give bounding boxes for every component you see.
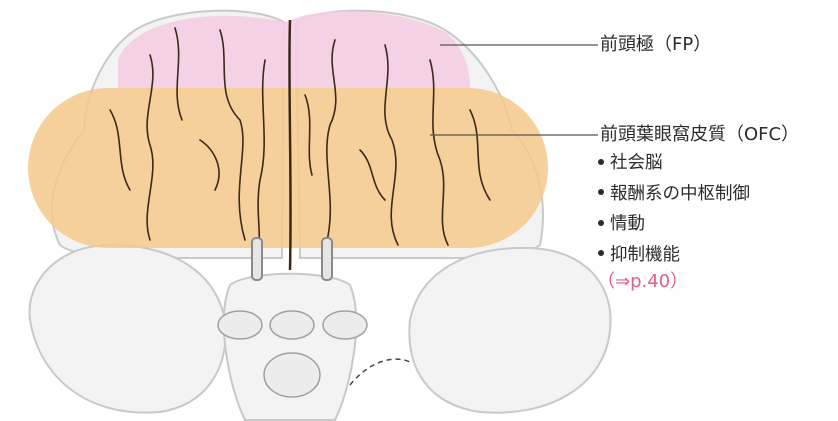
midline-fissure: [289, 20, 290, 270]
dashed-outline: [350, 359, 410, 385]
list-item-text: 情動: [610, 214, 645, 234]
ofc-region: [28, 88, 548, 248]
fp-label: 前頭極（FP）: [600, 35, 711, 55]
list-item: 抑制機能: [596, 240, 750, 271]
bullet-icon: [598, 220, 604, 226]
list-item: 情動: [596, 209, 750, 240]
list-item-text: 抑制機能: [610, 245, 680, 265]
fp-region: [118, 11, 470, 88]
list-item: 報酬系の中枢制御: [596, 179, 750, 210]
bullet-icon: [598, 189, 604, 195]
page-reference: （⇒p.40）: [597, 272, 688, 292]
bullet-icon: [598, 159, 604, 165]
bullet-icon: [598, 250, 604, 256]
list-item-text: 報酬系の中枢制御: [610, 184, 750, 204]
ofc-function-list: 社会脳 報酬系の中枢制御 情動 抑制機能: [596, 148, 750, 270]
list-item-text: 社会脳: [610, 153, 663, 173]
list-item: 社会脳: [596, 148, 750, 179]
ofc-label: 前頭葉眼窩皮質（OFC）: [600, 125, 799, 145]
